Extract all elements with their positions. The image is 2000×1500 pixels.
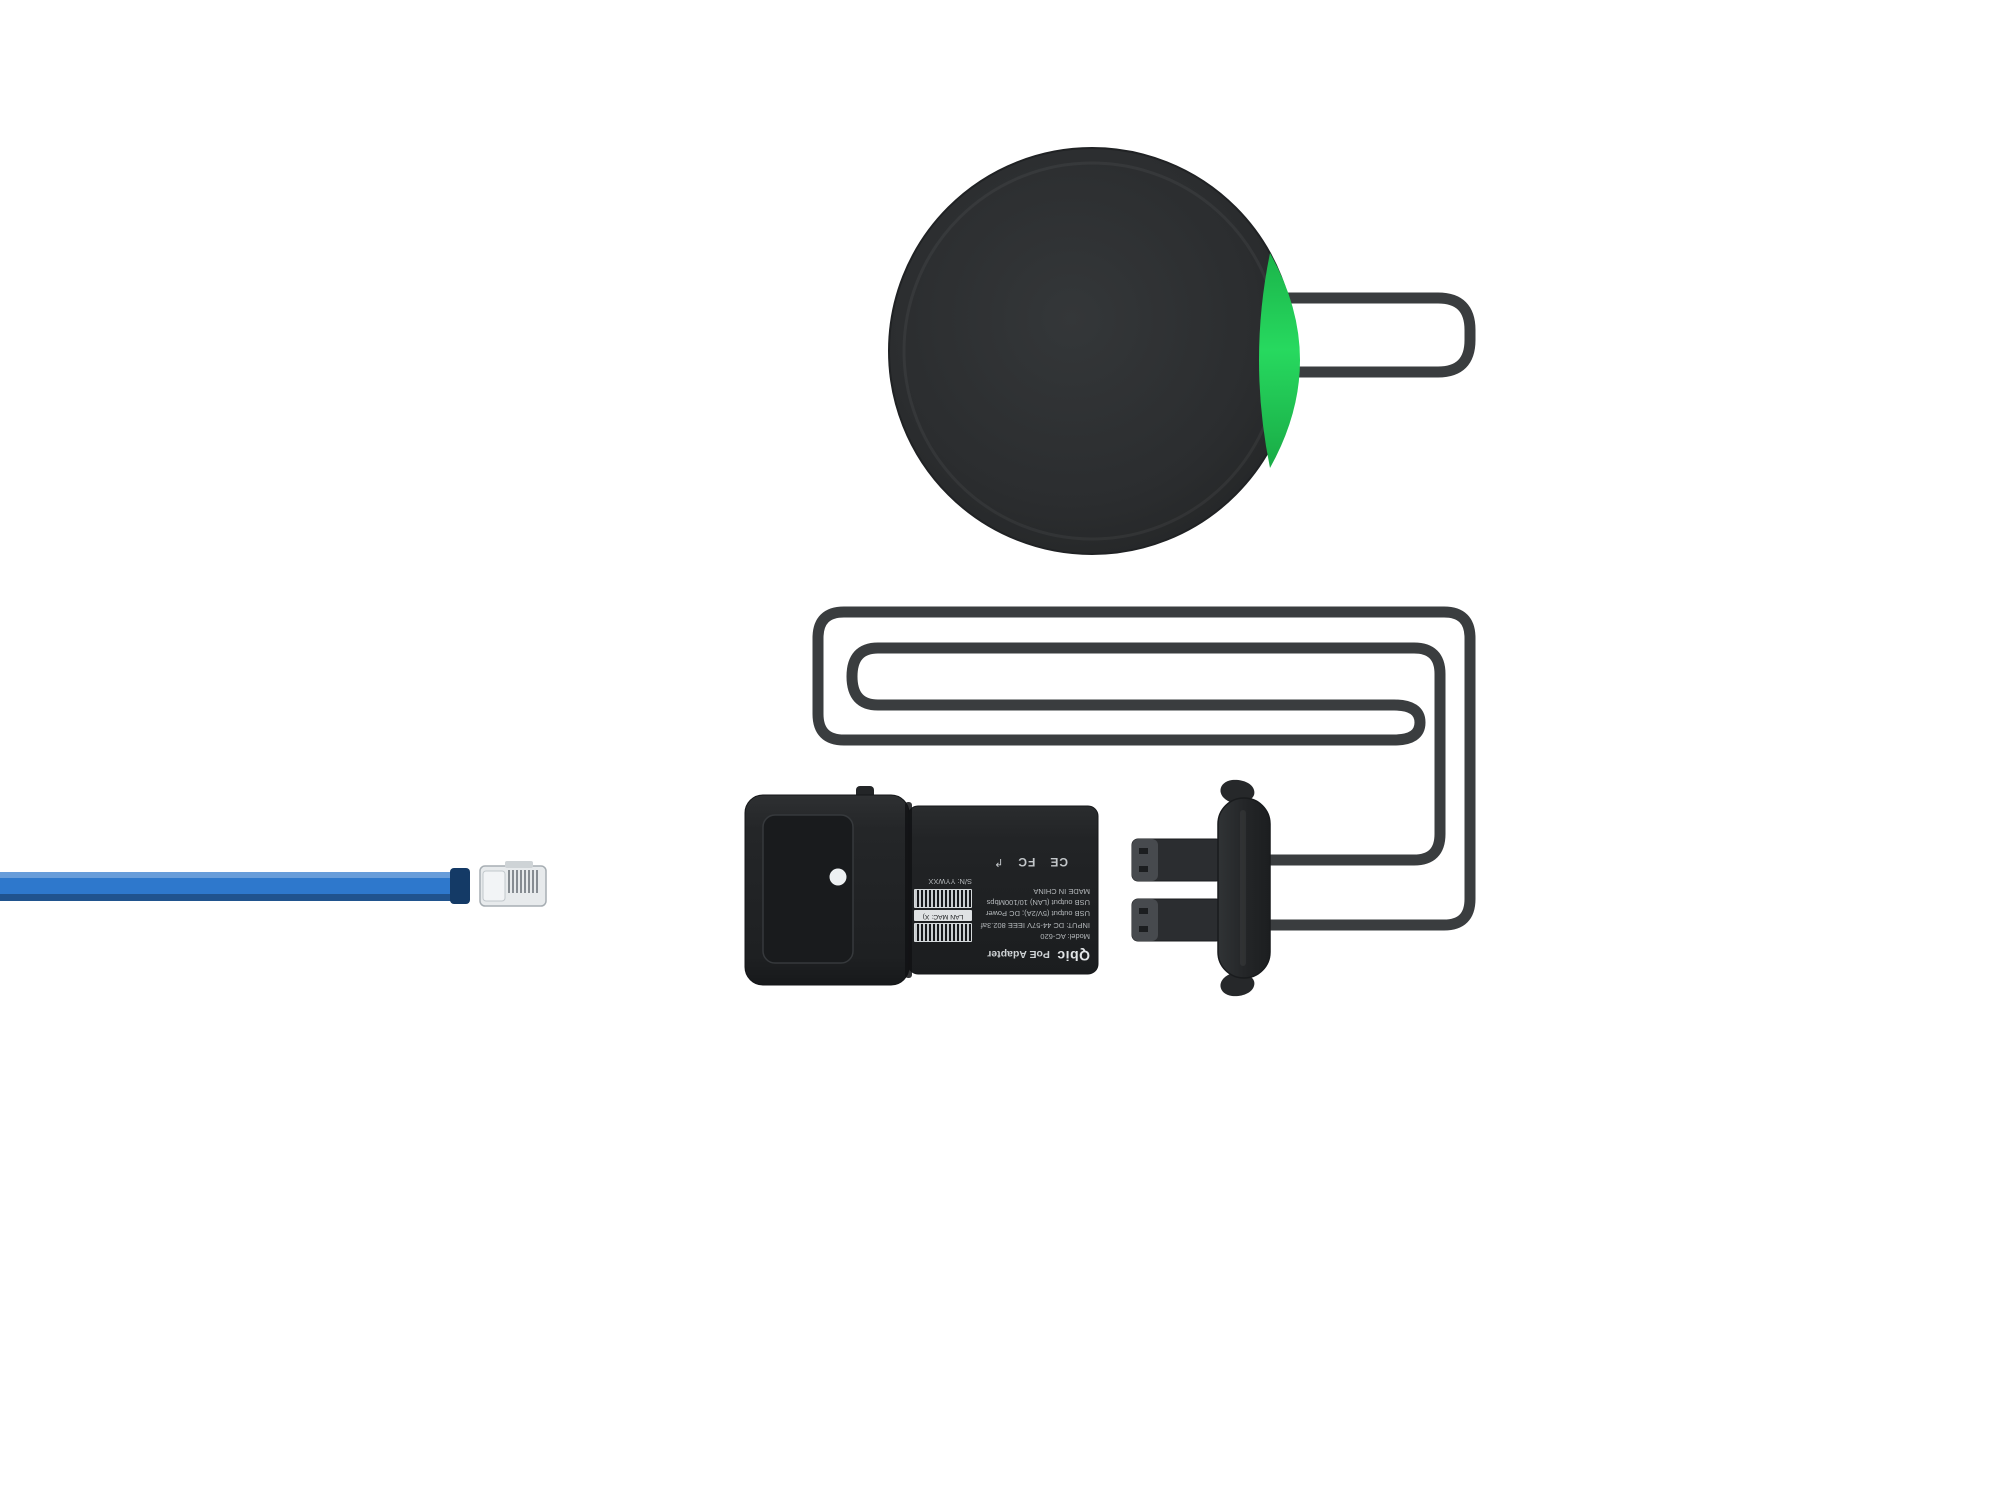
device-puck [888, 147, 1300, 555]
grommet-clip-top [1220, 779, 1255, 802]
green-indicator [1259, 253, 1300, 468]
rj45-pins [508, 870, 538, 893]
brand-logo: Qbic [1056, 948, 1090, 964]
power-cable-coil [812, 606, 1476, 931]
adapter-label: Qbic PoE Adapter Model: AC-620 INPUT: DC… [914, 812, 1092, 968]
ethernet-cable-highlight [0, 872, 456, 878]
grommet-highlight [1240, 810, 1246, 966]
label-certification-marks: CE FC ↱ [914, 853, 1092, 871]
ethernet-cable-shadow [0, 894, 456, 901]
usb-plug-2-shield [1132, 899, 1158, 941]
adapter-brand-row: Qbic PoE Adapter [914, 945, 1090, 966]
ethernet-cable [0, 868, 470, 904]
ethernet-cable-body [0, 872, 456, 901]
puck-body [888, 147, 1296, 555]
ethernet-cable-tip [450, 868, 470, 904]
rj45-clip [505, 861, 533, 868]
adapter-recess-panel [762, 814, 854, 964]
mac-sticker: LAN MAC: X) [914, 910, 972, 921]
product-name: PoE Adapter [987, 948, 1050, 960]
usb-plug-2-slot-b [1139, 926, 1148, 932]
label-usb-power: USB output (5V/2A); DC Power [985, 909, 1090, 919]
grommet-disk [1217, 797, 1271, 979]
label-usb-lan: USB output (LAN) 10/100Mbps [986, 898, 1090, 908]
label-made-in: MADE IN CHINA [1033, 887, 1090, 896]
label-spec-column: Model: AC-620 INPUT: DC 44-57V IEEE 802.… [978, 876, 1092, 942]
fcc-mark: FC [1017, 854, 1036, 869]
usb-plug-1-shield [1132, 839, 1158, 881]
usb-plug-2-slot-a [1139, 908, 1148, 914]
barcode-1 [914, 923, 972, 942]
label-model: Model: AC-620 [1040, 932, 1090, 941]
label-barcode-column: LAN MAC: X) S/N: YYWXX [914, 876, 972, 942]
usb-plug-1-slot-b [1139, 866, 1148, 872]
ce-mark: CE [1049, 854, 1068, 869]
label-serial: S/N: YYWXX [928, 877, 972, 887]
barcode-2 [914, 889, 972, 909]
label-main: Model: AC-620 INPUT: DC 44-57V IEEE 802.… [914, 876, 1092, 942]
dispose-arrow-icon: ↱ [994, 856, 1004, 869]
cable-grommet [1217, 779, 1271, 997]
usb-plug-1-slot-a [1139, 848, 1148, 854]
rj45-connector [479, 861, 547, 907]
usb-plug-1 [1131, 838, 1223, 882]
rj45-boot [482, 870, 506, 902]
status-led [829, 868, 847, 886]
power-cable-top-loop [1262, 292, 1476, 378]
usb-plug-2 [1131, 898, 1223, 942]
grommet-clip-bottom [1220, 974, 1255, 997]
label-input: INPUT: DC 44-57V IEEE 802.3af [980, 920, 1090, 930]
adapter-seam [905, 802, 912, 978]
